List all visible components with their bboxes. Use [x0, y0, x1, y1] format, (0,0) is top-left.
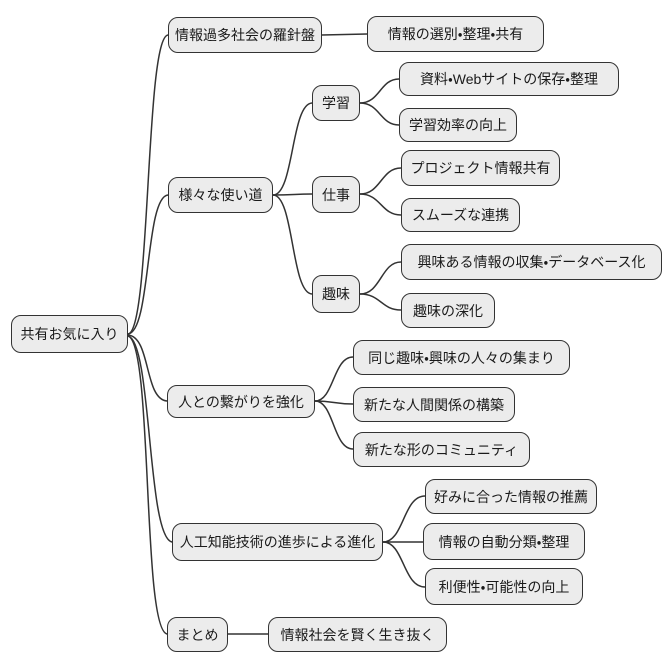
- node-ai-driven-evolution: 人工知能技術の進歩による進化: [172, 523, 383, 561]
- link-uses-to-learning: [272, 102, 313, 196]
- link-root-to-various-uses: [127, 194, 169, 335]
- node-build-new-relationships: 新たな人間関係の構築: [353, 387, 515, 422]
- link-root-to-strengthen-connections: [127, 334, 168, 402]
- link-root-to-info-overload-compass: [127, 34, 169, 335]
- link-connections-to-gatherings: [314, 356, 354, 402]
- node-personalized-recommendations: 好みに合った情報の推薦: [425, 479, 597, 514]
- link-learning-to-efficiency: [359, 102, 400, 126]
- node-improve-learning-efficiency: 学習効率の向上: [399, 108, 517, 142]
- link-work-to-smooth-collab: [359, 193, 402, 216]
- node-deepen-hobby: 趣味の深化: [401, 293, 495, 328]
- link-learning-to-save-materials: [359, 78, 400, 104]
- link-connections-to-communities: [314, 400, 354, 450]
- link-uses-to-hobby: [272, 194, 313, 295]
- node-work: 仕事: [312, 176, 360, 213]
- node-survive-info-society: 情報社会を賢く生き抜く: [268, 617, 447, 652]
- link-connections-to-relationships: [314, 400, 354, 405]
- node-strengthen-connections: 人との繋がりを強化: [167, 385, 315, 418]
- node-improved-convenience-potential: 利便性・可能性の向上: [425, 568, 583, 605]
- link-compass-to-selection: [321, 33, 368, 36]
- link-uses-to-work: [272, 193, 313, 196]
- node-save-organize-materials-websites: 資料・Webサイトの保存・整理: [399, 62, 619, 96]
- link-work-to-project-sharing: [359, 167, 402, 195]
- node-various-uses: 様々な使い道: [168, 177, 273, 213]
- node-collect-info-database: 興味ある情報の収集・データベース化: [401, 244, 662, 280]
- node-smooth-collaboration: スムーズな連携: [401, 198, 520, 232]
- link-root-to-ai-evolution: [127, 335, 173, 543]
- node-same-interest-gatherings: 同じ趣味・興味の人々の集まり: [353, 340, 570, 375]
- node-hobby: 趣味: [312, 275, 360, 313]
- link-hobby-to-collection-database: [359, 261, 402, 295]
- link-ai-to-recommendation: [382, 495, 426, 543]
- link-hobby-to-deepening: [359, 293, 402, 311]
- link-ai-to-convenience: [382, 541, 426, 588]
- node-summary: まとめ: [167, 617, 228, 652]
- node-info-selection-organization-sharing: 情報の選別・整理・共有: [367, 16, 544, 52]
- node-learning: 学習: [312, 85, 360, 121]
- link-root-to-summary: [127, 335, 168, 635]
- node-project-info-sharing: プロジェクト情報共有: [401, 150, 560, 186]
- node-info-overload-compass: 情報過多社会の羅針盤: [168, 17, 322, 53]
- node-root-shared-favorites: 共有お気に入り: [11, 315, 128, 353]
- node-new-form-communities: 新たな形のコミュニティ: [353, 432, 530, 467]
- node-auto-classification-organization: 情報の自動分類・整理: [423, 523, 585, 560]
